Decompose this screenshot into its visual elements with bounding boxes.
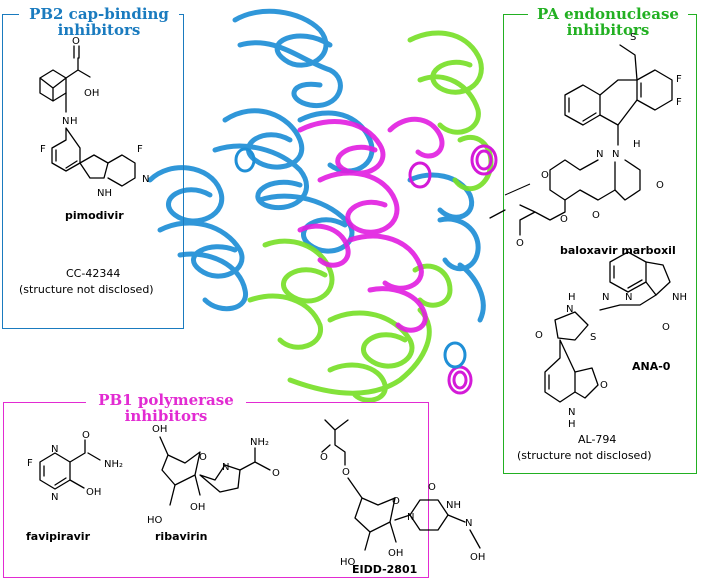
protein-ribbon-blue [147,8,486,323]
eidd-o2-label: O [342,467,350,478]
ana0-n3-label: N [566,304,573,315]
eidd-n2-label: N [465,518,472,529]
pimodivir-o-label: O [72,36,80,47]
favipiravir-n2-label: N [51,492,58,503]
baloxavir-o2-label: O [541,170,549,181]
eidd-o3-label: O [392,496,400,507]
ana0-s-label: S [590,332,596,343]
pimodivir-nh-label: NH [97,188,112,199]
pa-title: PA endonuclease inhibitors [528,6,688,38]
eidd-n1-label: N [407,512,414,523]
ribavirin-oh2-label: OH [190,502,205,513]
baloxavir-o3-label: O [592,210,600,221]
eidd-o4-label: O [428,482,436,493]
pa-title-line1: PA endonuclease [537,5,679,23]
pb2-title-line2: inhibitors [57,21,141,39]
favipiravir-nh2-label: NH₂ [104,459,123,470]
connector-line [504,183,531,196]
baloxavir-o4-label: O [560,214,568,225]
pimodivir-n-label: N [62,116,69,127]
protein-ribbon-green [247,30,494,403]
ribavirin-oh1-label: OH [152,424,167,435]
ribavirin-nh2-label: NH₂ [250,437,269,448]
eidd-ho-label: HO [340,557,356,568]
pimodivir-oh-label: OH [84,88,99,99]
eidd-oh2-label: OH [470,552,485,563]
pimodivir-h-label: H [70,116,78,127]
eidd-o1-label: O [320,452,328,463]
ribavirin-o-label: O [199,452,207,463]
pb2-title: PB2 cap-binding inhibitors [19,6,179,38]
eidd2801-structure: O O O HO OH N O NH N OH [320,419,485,568]
favipiravir-label: favipiravir [26,530,91,543]
ana0-o2-label: O [535,330,543,341]
favipiravir-structure: F N N O NH₂ OH [27,430,123,503]
pimodivir-label: pimodivir [65,209,124,222]
eidd-nh-label: NH [446,500,461,511]
ana0-h-label: H [568,292,576,303]
baloxavir-structure: S F F N H N O O O O O [489,32,682,249]
baloxavir-n1-label: N [612,149,619,160]
baloxavir-n2-label: N [596,149,603,160]
pb2-title-line1: PB2 cap-binding [29,5,169,23]
ana0-nh1-label: NH [672,292,687,303]
favipiravir-o-label: O [82,430,90,441]
pb1-title: PB1 polymerase inhibitors [86,392,246,424]
baloxavir-o1-label: O [656,180,664,191]
ana0-n4-label: N [568,407,575,418]
baloxavir-label: baloxavir marboxil [560,244,676,257]
ana0-o1-label: O [662,322,670,333]
pimodivir-f2-label: F [137,144,143,155]
baloxavir-s-label: S [630,32,636,43]
baloxavir-f2-label: F [676,97,682,108]
pa-title-line2: inhibitors [566,21,650,39]
favipiravir-n1-label: N [51,444,58,455]
favipiravir-oh-label: OH [86,487,101,498]
protein-helix-blue [234,147,467,369]
eidd-oh-label: OH [388,548,403,559]
ribavirin-structure: OH O HO OH N NH₂ O [147,424,280,526]
pb1-title-line2: inhibitors [124,407,208,425]
ribavirin-o2-label: O [272,468,280,479]
cc42344-note: (structure not disclosed) [19,283,154,296]
ribavirin-label: ribavirin [155,530,208,543]
pimodivir-f-label: F [40,144,46,155]
al794-note: (structure not disclosed) [517,449,652,462]
baloxavir-o5-label: O [516,238,524,249]
pb1-title-line1: PB1 polymerase [98,391,234,409]
ana0-n2-label: N [625,292,632,303]
cc42344-label: CC-42344 [66,267,121,280]
ana0-o3-label: O [600,380,608,391]
baloxavir-f1-label: F [676,74,682,85]
ana0-n1-label: N [602,292,609,303]
ribavirin-ho-label: HO [147,515,163,526]
protein-ribbon-magenta [297,116,445,333]
ana0-h2-label: H [568,419,576,430]
ana0-structure: NH O N N H N S O O N H [535,251,687,430]
baloxavir-h-label: H [633,139,641,150]
ana0-label: ANA-0 [632,360,671,373]
pimodivir-structure: OH O N H F NH N F [39,36,149,199]
favipiravir-f-label: F [27,458,33,469]
pimodivir-n2-label: N [142,174,149,185]
ribavirin-n1-label: N [222,462,229,473]
eidd2801-label: EIDD-2801 [352,563,418,576]
al794-label: AL-794 [578,433,617,446]
